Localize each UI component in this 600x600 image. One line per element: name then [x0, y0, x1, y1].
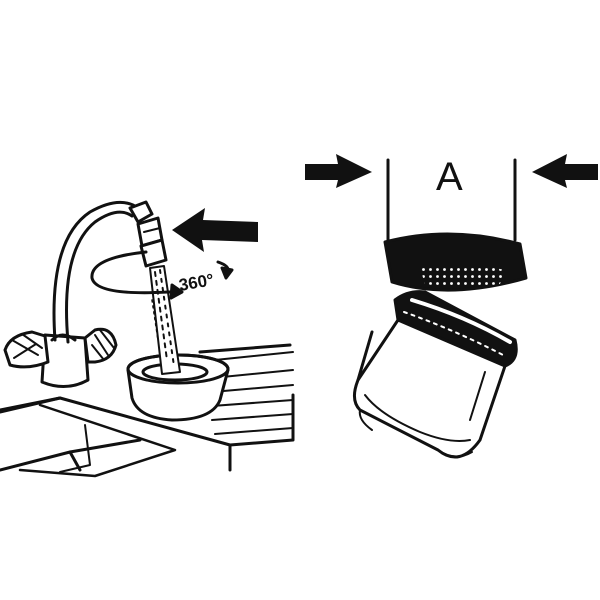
arrow-right-icon [305, 154, 372, 188]
faucet-body [3, 327, 118, 388]
arrow-left-icon [172, 208, 258, 252]
rotation-arrow-icon [90, 250, 234, 300]
rotation-label: 360° [177, 270, 215, 295]
aerator-detail-figure [305, 154, 598, 459]
faucet-spout [52, 200, 154, 344]
aerator-body [353, 318, 507, 459]
sink [0, 343, 295, 478]
dimension-label: A [436, 155, 463, 199]
faucet-aerator [136, 216, 168, 268]
arrow-left-icon [532, 154, 598, 188]
faucet-figure [0, 200, 295, 478]
aerator-thread [393, 290, 518, 368]
dimension-lines [386, 158, 517, 242]
aerator-ring [383, 232, 528, 292]
